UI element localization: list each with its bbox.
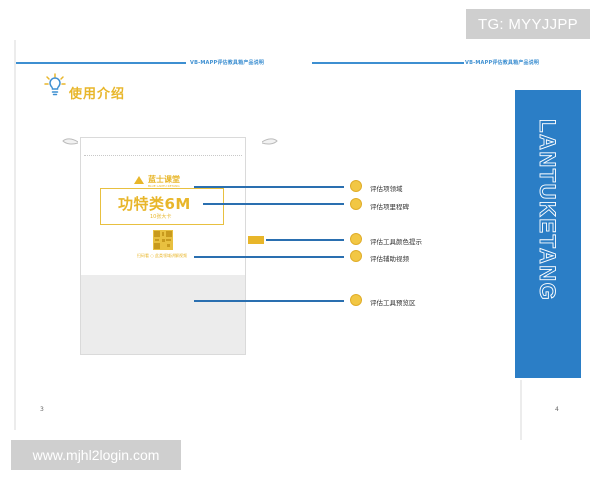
page-edge-left <box>14 40 16 430</box>
callout-line-preview <box>194 300 344 302</box>
callout-line-domain <box>194 186 344 188</box>
preview-area <box>81 275 245 354</box>
callout-line-milestone <box>203 203 344 205</box>
header-text-left: VB-MAPP评估教具箱产品说明 <box>190 60 265 66</box>
callout-label-preview: 评估工具预览区 <box>370 299 416 307</box>
callout-label-video: 评估辅助视频 <box>370 255 409 263</box>
color-hint-icon <box>350 233 362 245</box>
header-rule-right <box>312 62 464 64</box>
brand-logo-icon <box>134 176 144 184</box>
preview-icon <box>350 294 362 306</box>
callout-label-milestone: 评估项里程碑 <box>370 203 409 211</box>
page-number-left: 3 <box>40 406 44 413</box>
brand-subtitle: BLUE LANTU KETANG <box>148 184 180 188</box>
qr-caption: 扫码看 ○ 此类领域讲解视频 <box>137 253 188 258</box>
drawstring-left-icon <box>62 138 78 145</box>
drawstring-right-icon <box>262 138 278 145</box>
video-icon <box>350 250 362 262</box>
page-edge-right <box>520 380 522 440</box>
callout-label-domain: 评估项领域 <box>370 185 403 193</box>
milestone-icon <box>350 198 362 210</box>
product-label-frame <box>100 188 224 225</box>
page-number-right: 4 <box>555 406 559 413</box>
qr-code-icon <box>153 230 173 250</box>
callout-line-video <box>194 256 344 258</box>
brand-banner-text: LANTUKETANG <box>535 119 561 302</box>
brand-banner <box>515 90 581 378</box>
bag-seam <box>84 155 242 156</box>
product-subtitle: 10张大卡 <box>150 214 172 220</box>
color-hint-chip <box>248 236 264 244</box>
brand-banner-label: LANTUKETANG <box>535 119 560 301</box>
section-title: 使用介绍 <box>69 87 126 102</box>
product-title: 功特类6M <box>118 195 191 213</box>
callout-label-color: 评估工具颜色提示 <box>370 238 422 246</box>
header-rule-left <box>16 62 186 64</box>
watermark-top: TG: MYYJJPP <box>466 9 590 39</box>
header-text-right: VB-MAPP评估教具箱产品说明 <box>465 60 540 66</box>
brand-name: 蓝士课堂 <box>148 175 180 184</box>
watermark-bottom: www.mjhl2login.com <box>11 440 181 470</box>
callout-line-color <box>266 239 344 241</box>
lightbulb-icon <box>44 73 66 96</box>
domain-icon <box>350 180 362 192</box>
